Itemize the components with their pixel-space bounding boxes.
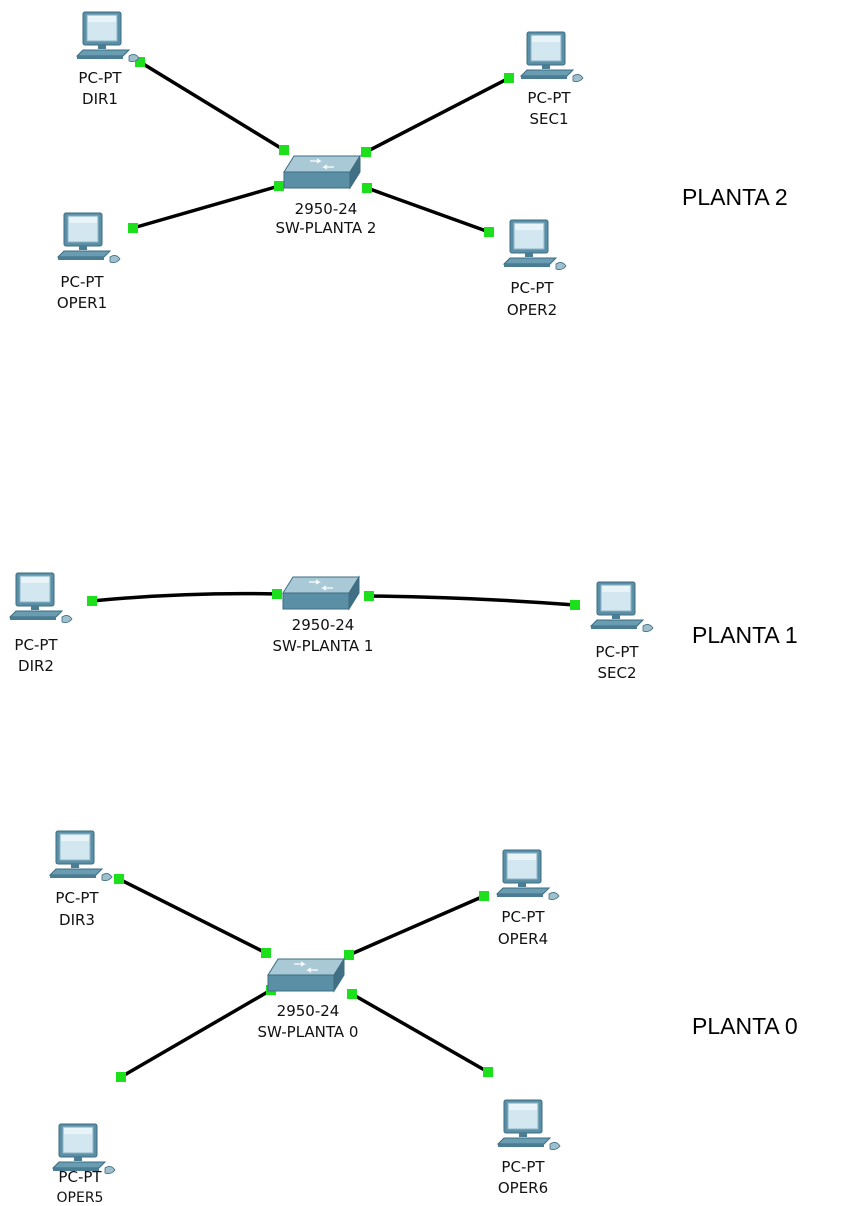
pc-icon <box>9 572 73 624</box>
port-led <box>361 147 371 157</box>
link-dir2-sw1[interactable] <box>91 591 278 603</box>
pc-type: PC-PT <box>595 643 639 661</box>
pc-oper5[interactable]: PC-PT OPER5 <box>52 1123 116 1206</box>
switch-icon <box>282 576 360 610</box>
pc-dir3[interactable]: PC-PT DIR3 <box>49 830 113 929</box>
pc-name: DIR3 <box>59 911 95 929</box>
pc-icon <box>496 849 560 901</box>
port-led <box>261 948 271 958</box>
pc-name: DIR1 <box>82 90 118 108</box>
switch-model: 2950-24 <box>295 200 358 218</box>
switch-icon <box>267 958 345 992</box>
floor-label: PLANTA 2 <box>682 184 788 210</box>
link-sec2-sw1[interactable] <box>368 594 576 607</box>
port-led <box>479 891 489 901</box>
pc-type: PC-PT <box>527 89 571 107</box>
switch-model: 2950-24 <box>292 616 355 634</box>
pc-dir1[interactable]: PC-PT DIR1 <box>76 11 140 108</box>
links-planta-2 <box>128 57 514 237</box>
pc-name: OPER5 <box>57 1190 104 1206</box>
port-led <box>274 181 284 191</box>
link-oper2-sw2[interactable] <box>366 186 490 234</box>
link-oper1-sw2[interactable] <box>132 184 280 230</box>
pc-icon <box>590 581 654 633</box>
pc-name: OPER1 <box>57 294 107 312</box>
port-led <box>344 950 354 960</box>
switch-sw-planta-0[interactable]: 2950-24 SW-PLANTA 0 <box>258 958 359 1041</box>
pc-icon <box>52 1123 116 1175</box>
port-led <box>272 589 282 599</box>
pc-icon <box>497 1099 561 1151</box>
pc-icon <box>49 830 113 882</box>
port-led <box>362 183 372 193</box>
pc-dir2[interactable]: PC-PT DIR2 <box>9 572 73 675</box>
floor-planta-2: 2950-24 SW-PLANTA 2 PC-PT DIR1 PC-PT SEC… <box>57 11 788 319</box>
switch-name: SW-PLANTA 0 <box>258 1023 359 1041</box>
switch-sw-planta-2[interactable]: 2950-24 SW-PLANTA 2 <box>276 155 377 237</box>
floor-planta-0: 2950-24 SW-PLANTA 0 PC-PT DIR3 PC-PT OPE… <box>49 830 798 1206</box>
pc-oper1[interactable]: PC-PT OPER1 <box>57 212 121 312</box>
port-led <box>504 73 514 83</box>
switch-sw-planta-1[interactable]: 2950-24 SW-PLANTA 1 <box>273 576 374 655</box>
floor-label: PLANTA 1 <box>692 622 798 648</box>
link-dir3-sw0[interactable] <box>118 877 267 955</box>
port-led <box>116 1072 126 1082</box>
pc-name: SEC2 <box>597 664 636 682</box>
pc-icon <box>76 11 140 63</box>
floor-label: PLANTA 0 <box>692 1013 798 1039</box>
pc-type: PC-PT <box>501 908 545 926</box>
pc-type: PC-PT <box>60 273 104 291</box>
link-sec1-sw2[interactable] <box>365 76 510 154</box>
port-led <box>279 145 289 155</box>
switch-icon <box>283 155 361 189</box>
port-led <box>364 591 374 601</box>
pc-icon <box>57 212 121 264</box>
pc-type: PC-PT <box>510 279 554 297</box>
pc-icon <box>503 219 567 271</box>
switch-name: SW-PLANTA 1 <box>273 637 374 655</box>
pc-sec2[interactable]: PC-PT SEC2 <box>590 581 654 682</box>
pc-icon <box>520 31 584 83</box>
floor-planta-1: 2950-24 SW-PLANTA 1 PC-PT DIR2 PC-PT SEC… <box>9 572 798 682</box>
pc-type: PC-PT <box>55 889 99 907</box>
link-oper5-sw0[interactable] <box>120 988 272 1079</box>
pc-type: PC-PT <box>58 1168 102 1186</box>
port-led <box>483 1067 493 1077</box>
links-planta-1 <box>87 589 580 610</box>
pc-name: OPER4 <box>498 930 548 948</box>
switch-name: SW-PLANTA 2 <box>276 219 377 237</box>
pc-type: PC-PT <box>501 1158 545 1176</box>
pc-name: DIR2 <box>18 657 54 675</box>
port-led <box>87 596 97 606</box>
pc-name: OPER2 <box>507 301 557 319</box>
port-led <box>570 600 580 610</box>
port-led <box>484 227 494 237</box>
pc-type: PC-PT <box>14 636 58 654</box>
pc-oper4[interactable]: PC-PT OPER4 <box>496 849 560 948</box>
link-oper4-sw0[interactable] <box>348 894 485 957</box>
pc-oper2[interactable]: PC-PT OPER2 <box>503 219 567 319</box>
port-led <box>135 57 145 67</box>
port-led <box>347 989 357 999</box>
switch-model: 2950-24 <box>277 1002 340 1020</box>
link-dir1-sw2[interactable] <box>139 60 285 152</box>
port-led <box>114 874 124 884</box>
pc-sec1[interactable]: PC-PT SEC1 <box>520 31 584 128</box>
links-planta-0 <box>114 874 493 1082</box>
pc-oper6[interactable]: PC-PT OPER6 <box>497 1099 561 1197</box>
link-oper6-sw0[interactable] <box>351 992 489 1074</box>
pc-name: OPER6 <box>498 1179 548 1197</box>
pc-type: PC-PT <box>78 69 122 87</box>
pc-name: SEC1 <box>529 110 568 128</box>
port-led <box>128 223 138 233</box>
